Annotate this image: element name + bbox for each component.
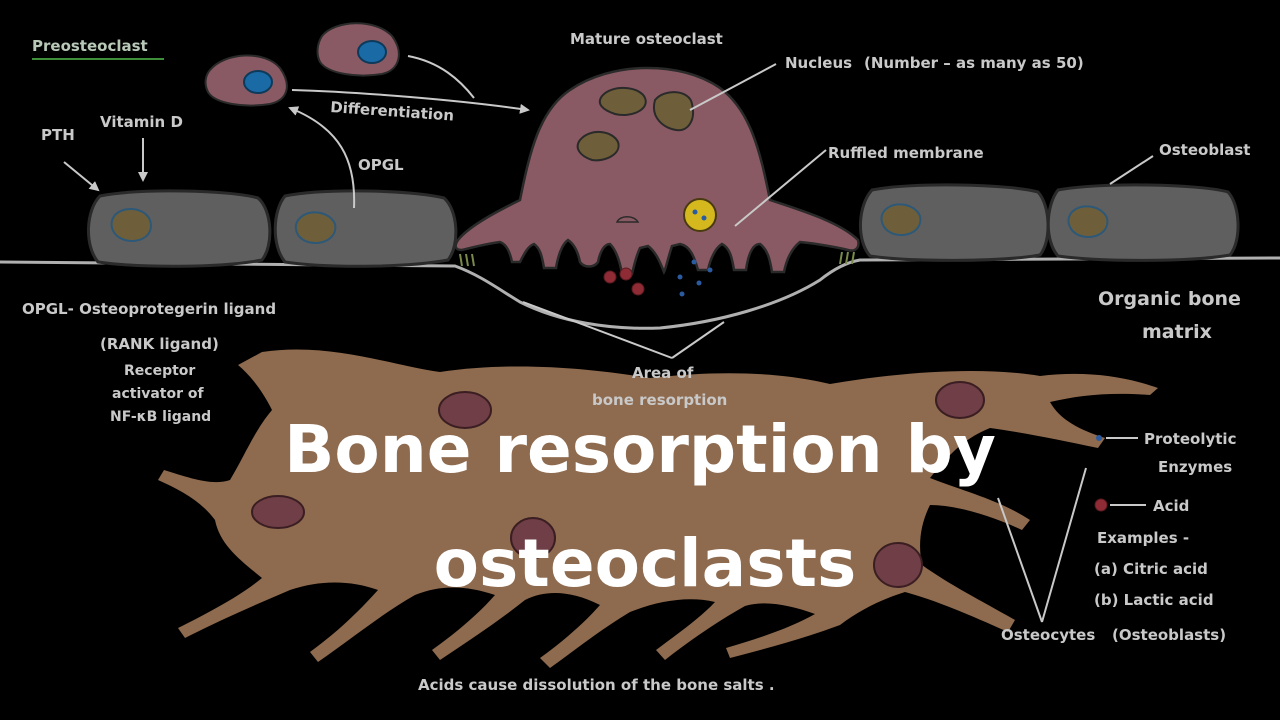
osteoblast-cell bbox=[273, 189, 458, 268]
differentiation-arrow-upper bbox=[407, 55, 475, 99]
osteoblasts-paren-label: (Osteoblasts) bbox=[1112, 626, 1226, 644]
receptor-label-2: activator of bbox=[112, 386, 205, 402]
legend-examples-label: Examples - bbox=[1097, 529, 1189, 547]
sealing-zone-right bbox=[839, 251, 855, 265]
enzyme-dot bbox=[696, 280, 702, 286]
differentiation-label: Differentiation bbox=[330, 98, 455, 125]
preosteoclast-nucleus bbox=[357, 40, 387, 64]
osteoblast-leader bbox=[1109, 155, 1154, 185]
osteoblast-nucleus bbox=[294, 211, 337, 244]
osteocyte-leader-right bbox=[1041, 467, 1087, 623]
osteoblast-label: Osteoblast bbox=[1159, 141, 1250, 159]
title-line-2: osteoclasts bbox=[434, 525, 857, 602]
title-line-1: Bone resorption by bbox=[284, 411, 996, 488]
osteocyte-nucleus bbox=[873, 542, 923, 588]
area-label-1: Area of bbox=[632, 364, 694, 382]
osteocyte-nucleus bbox=[438, 391, 492, 429]
area-leader-right bbox=[671, 321, 725, 359]
osteoblast-row-right bbox=[858, 183, 1240, 262]
enzyme-dot bbox=[679, 291, 685, 297]
vesicle-enzyme-dot bbox=[692, 209, 698, 215]
osteoclast-nucleus bbox=[598, 87, 647, 116]
nucleus-label: Nucleus bbox=[785, 54, 852, 72]
mature-osteoclast-label: Mature osteoclast bbox=[570, 30, 723, 48]
opgl-definition-label: OPGL- Osteoprotegerin ligand bbox=[22, 300, 276, 318]
osteoclast-bump bbox=[615, 216, 640, 223]
receptor-label-3: NF-κB ligand bbox=[110, 409, 211, 425]
legend-symbols bbox=[1094, 435, 1146, 512]
resorption-products bbox=[603, 259, 713, 297]
osteoclast-nucleus bbox=[576, 131, 620, 162]
osteoblast-nucleus bbox=[110, 208, 152, 242]
nucleus-leader bbox=[689, 63, 777, 111]
preosteoclast-nucleus bbox=[243, 70, 273, 94]
pth-label: PTH bbox=[41, 126, 75, 144]
osteoclast-nucleus bbox=[652, 91, 694, 132]
organic-matrix-label-1: Organic bone bbox=[1098, 288, 1241, 310]
enzyme-dot bbox=[677, 274, 683, 280]
osteoblast-cell bbox=[1046, 183, 1240, 262]
osteocyte-nucleus bbox=[935, 381, 985, 419]
osteocyte-process bbox=[158, 349, 1158, 668]
mature-osteoclast bbox=[454, 66, 860, 276]
nucleus-note-label: (Number – as many as 50) bbox=[864, 54, 1084, 72]
enzyme-dot bbox=[707, 267, 713, 273]
receptor-label-1: Receptor bbox=[124, 363, 195, 379]
legend-acid-dot bbox=[1094, 498, 1108, 512]
osteocyte-network bbox=[158, 349, 1158, 668]
legend-enzymes-label-2: Enzymes bbox=[1158, 458, 1232, 476]
sealing-zone-left bbox=[459, 253, 475, 267]
legend-enzymes-label-1: Proteolytic bbox=[1144, 430, 1236, 448]
footer-caption: Acids cause dissolution of the bone salt… bbox=[418, 676, 775, 694]
organic-matrix-label-2: matrix bbox=[1142, 321, 1212, 343]
opgl-arrow bbox=[288, 106, 356, 209]
area-leader-left bbox=[522, 301, 673, 359]
osteocyte-nucleus bbox=[510, 517, 556, 559]
osteoclast-vesicle bbox=[683, 198, 717, 232]
acid-dot bbox=[603, 270, 617, 284]
acid-dot bbox=[619, 267, 633, 281]
osteoblast-cell bbox=[858, 183, 1050, 262]
arrows bbox=[32, 55, 1154, 623]
osteoblast-nucleus bbox=[880, 203, 922, 236]
opgl-label: OPGL bbox=[358, 156, 404, 174]
preosteoclast-label: Preosteoclast bbox=[32, 37, 148, 55]
legend-example-b: (b) Lactic acid bbox=[1094, 591, 1214, 609]
legend-acid-label: Acid bbox=[1153, 497, 1189, 515]
rank-ligand-label: (RANK ligand) bbox=[100, 335, 219, 353]
legend-enzyme-dot bbox=[1096, 435, 1102, 441]
labels: Preosteoclast Mature osteoclast Nucleus … bbox=[22, 30, 1250, 694]
pth-arrow bbox=[63, 161, 100, 192]
enzyme-dot bbox=[691, 259, 697, 265]
differentiation-arrow-lower bbox=[291, 89, 530, 114]
ruffled-membrane-leader bbox=[734, 149, 827, 227]
vitamin-d-label: Vitamin D bbox=[100, 113, 183, 131]
osteocyte-leader-left bbox=[997, 497, 1043, 623]
bone-surface-line bbox=[0, 256, 1280, 330]
osteocytes-label: Osteocytes bbox=[1001, 626, 1095, 644]
legend-example-a: (a) Citric acid bbox=[1094, 560, 1208, 578]
title-overlay: Bone resorption by osteoclasts bbox=[284, 411, 996, 602]
ruffled-membrane-label: Ruffled membrane bbox=[828, 144, 984, 162]
acid-dot bbox=[631, 282, 645, 296]
osteoblast-nucleus bbox=[1067, 205, 1109, 238]
osteocyte-nucleus bbox=[251, 495, 305, 529]
osteoblast-row-left bbox=[86, 189, 458, 268]
area-label-2: bone resorption bbox=[592, 391, 727, 409]
vesicle-enzyme-dot bbox=[701, 215, 707, 221]
preosteoclasts bbox=[204, 22, 400, 107]
